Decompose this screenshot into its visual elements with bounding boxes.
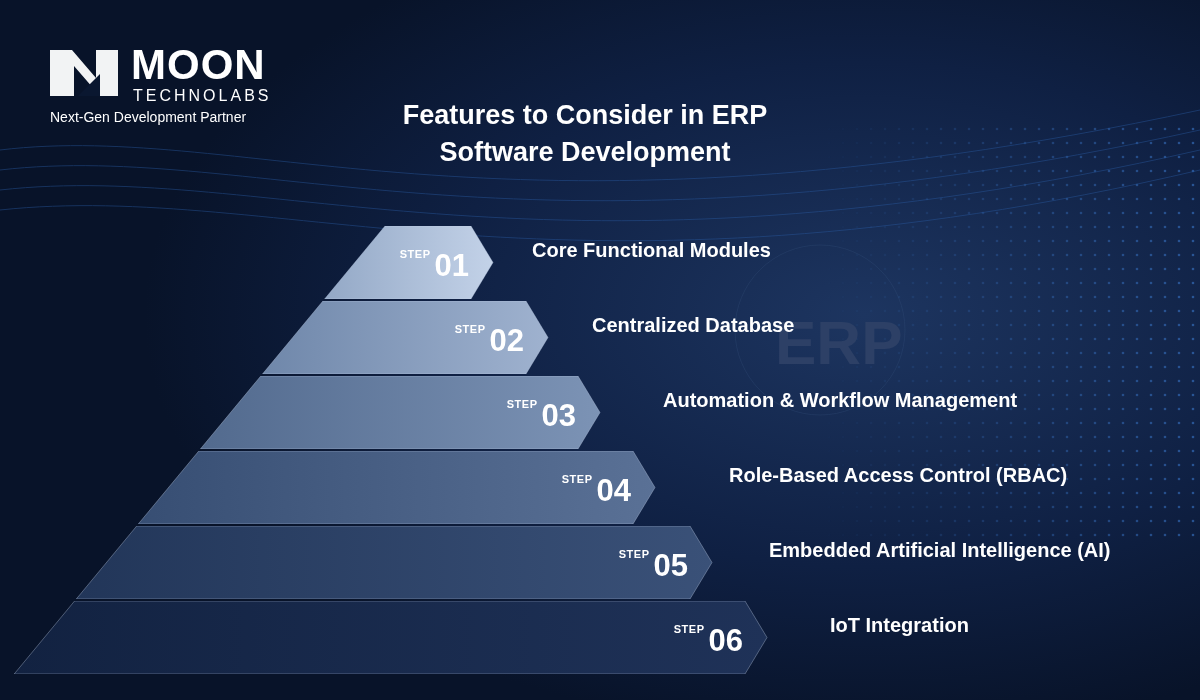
pyramid-step: STEP 02 Centralized Database bbox=[262, 301, 800, 374]
step-number: 02 bbox=[490, 325, 524, 356]
brand-subname: TECHNOLABS bbox=[133, 88, 271, 104]
pyramid-step: STEP 04 Role-Based Access Control (RBAC) bbox=[138, 451, 1073, 524]
step-word: STEP bbox=[507, 398, 538, 410]
feature-label: IoT Integration bbox=[830, 614, 969, 637]
brand-tagline: Next-Gen Development Partner bbox=[50, 110, 246, 124]
step-band bbox=[200, 376, 600, 449]
step-word: STEP bbox=[455, 323, 486, 335]
step-number: 06 bbox=[709, 625, 743, 656]
step-number: 01 bbox=[435, 250, 469, 281]
step-number: 04 bbox=[597, 475, 631, 506]
diagram-title: Features to Consider in ERP Software Dev… bbox=[360, 97, 810, 172]
feature-label: Automation & Workflow Management bbox=[663, 389, 1017, 412]
step-word: STEP bbox=[400, 248, 431, 260]
step-band bbox=[76, 526, 712, 599]
step-word: STEP bbox=[619, 548, 650, 560]
step-band bbox=[325, 226, 493, 299]
brand-name: MOON bbox=[131, 44, 266, 86]
feature-label: Centralized Database bbox=[592, 314, 794, 337]
step-band-shape bbox=[200, 376, 1023, 449]
step-word: STEP bbox=[562, 473, 593, 485]
step-number: 03 bbox=[542, 400, 576, 431]
pyramid-step: STEP 03 Automation & Workflow Management bbox=[200, 376, 1023, 449]
step-band bbox=[14, 601, 767, 674]
pyramid-step: STEP 05 Embedded Artificial Intelligence (… bbox=[76, 526, 1117, 599]
step-band-shape bbox=[262, 301, 800, 374]
feature-label: Core Functional Modules bbox=[532, 239, 771, 262]
step-band-shape bbox=[76, 526, 1117, 599]
step-band-shape bbox=[324, 226, 777, 299]
step-band bbox=[138, 451, 655, 524]
pyramid-step: STEP 06 IoT Integration bbox=[14, 601, 975, 674]
step-number: 05 bbox=[654, 550, 688, 581]
step-word: STEP bbox=[674, 623, 705, 635]
feature-label: Embedded Artificial Intelligence (AI) bbox=[769, 539, 1111, 562]
feature-label: Role-Based Access Control (RBAC) bbox=[729, 464, 1067, 487]
step-band bbox=[263, 301, 549, 374]
pyramid-step: STEP 01 Core Functional Modules bbox=[324, 226, 777, 299]
step-band-shape bbox=[14, 601, 975, 674]
